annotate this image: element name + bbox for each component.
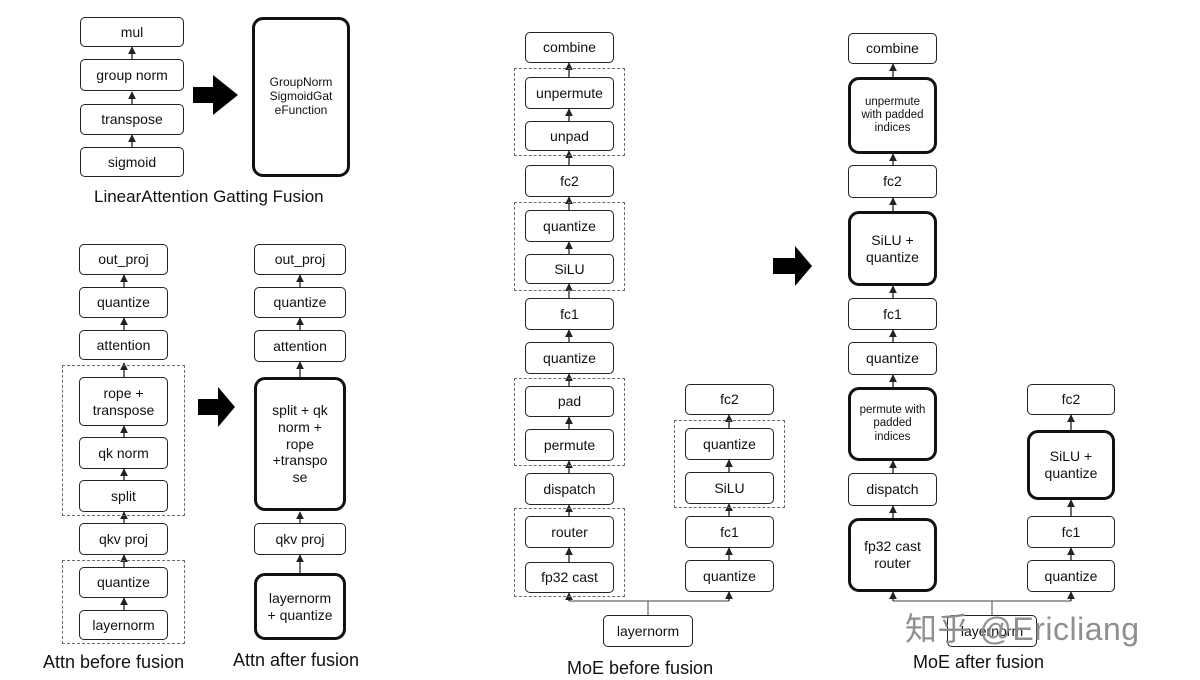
moe-after-shared-silu-quantize: SiLU + quantize xyxy=(1027,430,1115,500)
moe-before-shared-silu: SiLU xyxy=(685,472,774,504)
attn-before-split: split xyxy=(79,480,168,512)
fusion-arrow-linear xyxy=(193,75,238,115)
moe-after-layernorm: layernorm xyxy=(947,615,1037,647)
moe-before-unpad: unpad xyxy=(525,121,614,151)
moe-before-pad: pad xyxy=(525,386,614,417)
moe-after-shared-fc2: fc2 xyxy=(1027,384,1115,415)
moe-before-shared-quantize-lower: quantize xyxy=(685,560,774,592)
la-node-transpose: transpose xyxy=(80,104,184,135)
attn-before-qkv-proj: qkv proj xyxy=(79,523,168,555)
attn-before-attention: attention xyxy=(79,330,168,360)
fusion-arrow-shapes xyxy=(193,75,812,427)
moe-before-caption: MoE before fusion xyxy=(567,658,714,678)
moe-after-unpermute-padded: unpermute with padded indices xyxy=(848,77,937,154)
moe-before-combine: combine xyxy=(525,32,614,63)
attn-before-group-top xyxy=(62,365,185,516)
moe-after-caption: MoE after fusion xyxy=(913,652,1045,672)
attn-after-caption: Attn after fusion xyxy=(233,650,360,670)
attn-before-quantize-top: quantize xyxy=(79,287,168,318)
moe-after-combine: combine xyxy=(848,33,937,64)
moe-before-shared-quantize-upper: quantize xyxy=(685,428,774,460)
attn-before-out-proj: out_proj xyxy=(79,244,168,275)
attn-after-fused-split-qknorm-rope: split + qk norm + rope +transpo se xyxy=(254,377,346,511)
attn-after-fused-layernorm-quantize: layernorm + quantize xyxy=(254,573,346,640)
moe-after-shared-quantize: quantize xyxy=(1027,560,1115,592)
moe-after-permute-padded: permute with padded indices xyxy=(848,387,937,461)
attn-before-layernorm: layernorm xyxy=(79,610,168,640)
moe-before-permute: permute xyxy=(525,429,614,461)
moe-before-shared-fc1: fc1 xyxy=(685,516,774,548)
attn-before-qk-norm: qk norm xyxy=(79,437,168,469)
moe-before-quantize-lower: quantize xyxy=(525,342,614,374)
moe-before-fc1: fc1 xyxy=(525,298,614,330)
moe-after-silu-quantize: SiLU + quantize xyxy=(848,211,937,286)
la-node-sigmoid: sigmoid xyxy=(80,147,184,177)
moe-before-layernorm: layernorm xyxy=(603,615,693,647)
moe-after-shared-fc1: fc1 xyxy=(1027,516,1115,548)
attn-before-quantize-bottom: quantize xyxy=(79,567,168,598)
moe-before-dispatch: dispatch xyxy=(525,473,614,505)
attn-after-out-proj: out_proj xyxy=(254,244,346,275)
moe-before-unpermute: unpermute xyxy=(525,77,614,109)
moe-after-fp32-cast-router: fp32 cast router xyxy=(848,518,937,592)
moe-before-fc2: fc2 xyxy=(525,165,614,197)
moe-before-shared-fc2: fc2 xyxy=(685,384,774,415)
moe-before-silu: SiLU xyxy=(525,254,614,284)
la-fused-node: GroupNorm SigmoidGat eFunction xyxy=(252,17,350,177)
moe-before-group-router xyxy=(514,508,625,597)
attn-before-group-bottom xyxy=(62,560,185,644)
attn-before-rope-transpose: rope + transpose xyxy=(79,377,168,426)
la-node-mul: mul xyxy=(80,17,184,47)
moe-after-fc2: fc2 xyxy=(848,165,937,198)
moe-before-router: router xyxy=(525,516,614,548)
attn-after-quantize: quantize xyxy=(254,287,346,318)
la-caption: LinearAttention Gatting Fusion xyxy=(94,187,324,206)
fusion-arrow-moe xyxy=(773,246,812,286)
moe-before-quantize-upper: quantize xyxy=(525,210,614,242)
moe-before-fp32-cast: fp32 cast xyxy=(525,562,614,593)
la-node-group-norm: group norm xyxy=(80,59,184,91)
attn-after-attention: attention xyxy=(254,330,346,362)
watermark: 知乎 @Ericliang xyxy=(905,611,1140,647)
moe-after-dispatch: dispatch xyxy=(848,473,937,506)
fusion-arrow-attn xyxy=(198,387,235,427)
moe-before-group-silu xyxy=(514,202,625,291)
moe-after-fc1: fc1 xyxy=(848,298,937,330)
attn-before-caption: Attn before fusion xyxy=(43,652,185,672)
moe-after-quantize: quantize xyxy=(848,342,937,375)
moe-before-group-pad xyxy=(514,378,625,466)
moe-before-shared-group-silu xyxy=(674,420,785,508)
attn-after-qkv-proj: qkv proj xyxy=(254,523,346,555)
moe-before-group-unpermute xyxy=(514,68,625,156)
